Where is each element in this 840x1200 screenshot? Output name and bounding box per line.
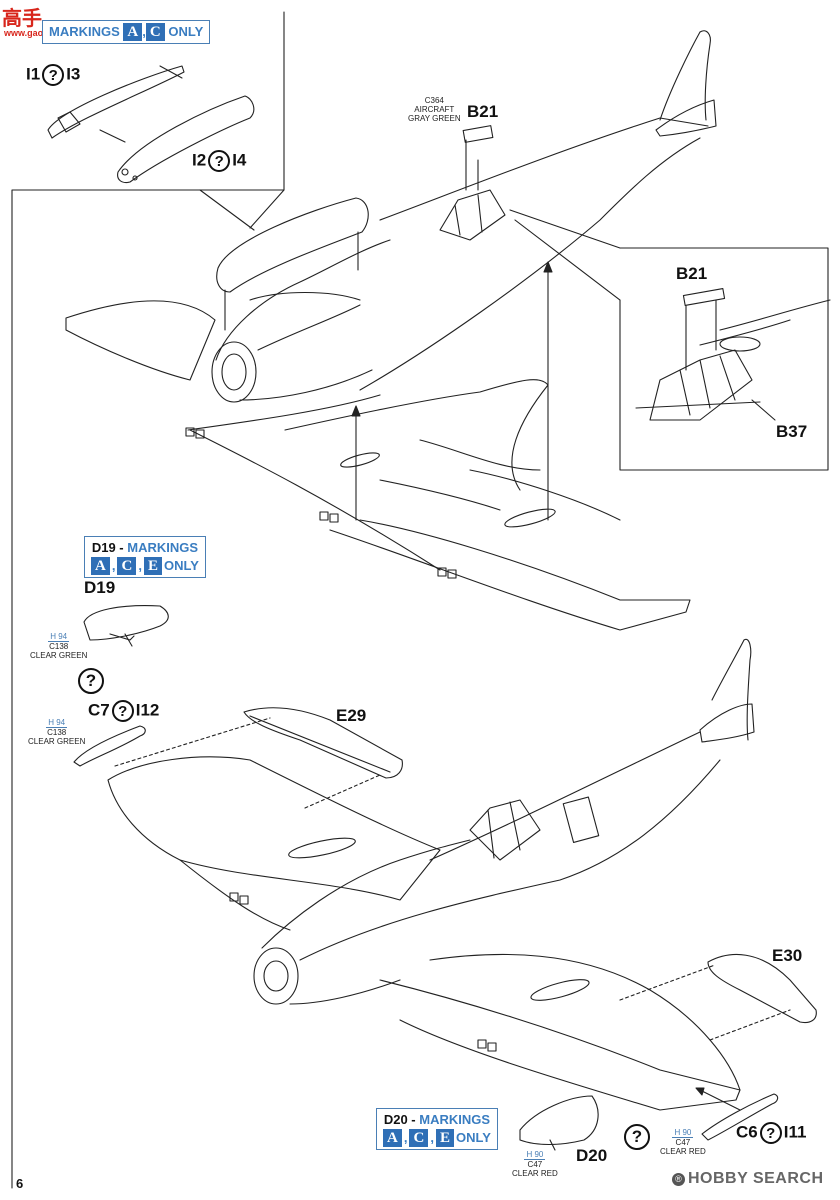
question-icon: ? bbox=[111, 700, 134, 722]
paint-callout-d19: H 94 C138 CLEAR GREEN bbox=[30, 632, 88, 660]
badge-letter-c: C bbox=[145, 23, 165, 41]
watermark-logo: 高手 bbox=[2, 8, 42, 30]
label-d19: D19 bbox=[84, 578, 116, 597]
lower-aircraft bbox=[107, 638, 817, 1151]
paint-callout-c6: H 90 C47 CLEAR RED bbox=[660, 1128, 706, 1156]
label-question-standalone: ? bbox=[76, 668, 106, 694]
badge-letter-a: A bbox=[123, 23, 143, 41]
label-d20: D20 bbox=[576, 1146, 608, 1165]
badge-text: MARKINGS bbox=[127, 540, 199, 555]
badge-letter-c: C bbox=[409, 1129, 429, 1147]
paint-callout-c7: H 94 C138 CLEAR GREEN bbox=[28, 718, 86, 746]
label-e29: E29 bbox=[336, 706, 367, 725]
reg-mark-icon: ® bbox=[672, 1172, 685, 1186]
badge-markings-top: MARKINGS A,C ONLY bbox=[42, 20, 211, 44]
question-icon: ? bbox=[759, 1122, 782, 1144]
badge-letter-e: E bbox=[143, 557, 162, 575]
label-b21-detail: B21 bbox=[676, 264, 708, 283]
seat-detail-inset bbox=[635, 288, 831, 421]
badge-prefix: D19 - bbox=[91, 540, 128, 555]
badge-letter-c: C bbox=[117, 557, 137, 575]
label-b21: B21 bbox=[467, 102, 499, 121]
badge-suffix: ONLY bbox=[455, 1130, 491, 1145]
badge-suffix: ONLY bbox=[168, 24, 204, 39]
label-c6-i11: C6?I11 bbox=[736, 1122, 806, 1144]
badge-markings-d19: D19 - MARKINGS A, C, E ONLY bbox=[84, 536, 206, 578]
badge-suffix: ONLY bbox=[163, 558, 199, 573]
paint-callout-b21: C364 AIRCRAFT GRAY GREEN bbox=[408, 96, 461, 123]
part-d19 bbox=[83, 605, 169, 647]
label-e30: E30 bbox=[772, 946, 803, 965]
question-icon: ? bbox=[42, 64, 65, 86]
question-icon: ? bbox=[78, 668, 104, 694]
badge-markings-d20: D20 - MARKINGS A, C, E ONLY bbox=[376, 1108, 498, 1150]
cowling-parts-top-inset bbox=[47, 65, 255, 184]
part-e29 bbox=[114, 707, 403, 809]
hobbysearch-watermark: ® HOBBY SEARCH bbox=[672, 1170, 824, 1188]
badge-letter-e: E bbox=[435, 1129, 454, 1147]
callout-frames bbox=[11, 11, 829, 1189]
label-c7-i12: C7?I12 bbox=[88, 700, 159, 722]
hobbysearch-text: HOBBY SEARCH bbox=[688, 1170, 824, 1187]
badge-prefix: D20 - bbox=[383, 1112, 420, 1127]
label-b37: B37 bbox=[776, 422, 808, 441]
paint-callout-d20: H 90 C47 CLEAR RED bbox=[512, 1150, 558, 1178]
upper-aircraft bbox=[65, 30, 717, 631]
badge-text: MARKINGS bbox=[419, 1112, 491, 1127]
label-i2-i4: I2?I4 bbox=[192, 150, 246, 172]
question-icon: ? bbox=[624, 1124, 650, 1150]
question-icon: ? bbox=[208, 150, 231, 172]
label-i1-i3: I1?I3 bbox=[26, 64, 80, 86]
badge-text: MARKINGS bbox=[49, 24, 120, 39]
badge-letter-a: A bbox=[383, 1129, 402, 1147]
label-question-d20: ? bbox=[622, 1124, 652, 1150]
badge-letter-a: A bbox=[91, 557, 110, 575]
part-c7 bbox=[73, 725, 146, 767]
page-number: 6 bbox=[16, 1176, 24, 1191]
